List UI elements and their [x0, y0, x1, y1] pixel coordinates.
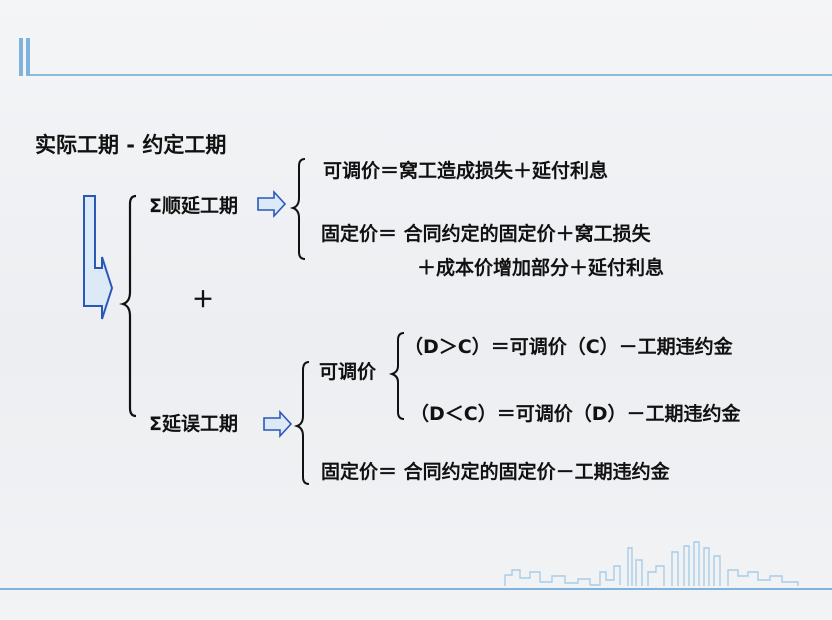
shunyan-adjustable-text: 可调价＝窝工造成损失＋延付利息	[323, 160, 609, 182]
case-d-greater-c: （D＞C）＝可调价（C）－工期违约金	[404, 336, 733, 358]
yanwu-label: Σ延误工期	[149, 413, 238, 435]
shunyan-label: Σ顺延工期	[149, 195, 238, 217]
down-right-arrow-icon	[83, 195, 114, 320]
adjustable-brace	[388, 332, 405, 420]
yanwu-arrow-icon	[263, 409, 293, 439]
plus-sign: ＋	[192, 288, 215, 313]
header-bar-icon	[19, 38, 832, 76]
main-brace	[119, 194, 137, 418]
page-title: 实际工期 - 约定工期	[35, 133, 227, 157]
shunyan-fixed-line2: ＋成本价增加部分＋延付利息	[417, 257, 665, 279]
shunyan-brace	[289, 158, 306, 260]
city-skyline-icon	[504, 541, 799, 586]
yanwu-adjustable-label: 可调价	[319, 361, 377, 383]
case-d-less-c: （D＜C）＝可调价（D）－工期违约金	[410, 403, 741, 425]
yanwu-fixed-text: 固定价＝ 合同约定的固定价－工期违约金	[321, 461, 670, 483]
shunyan-fixed-line1: 固定价＝ 合同约定的固定价＋窝工损失	[321, 223, 651, 245]
shunyan-arrow-icon	[257, 189, 287, 219]
yanwu-brace	[293, 361, 310, 485]
